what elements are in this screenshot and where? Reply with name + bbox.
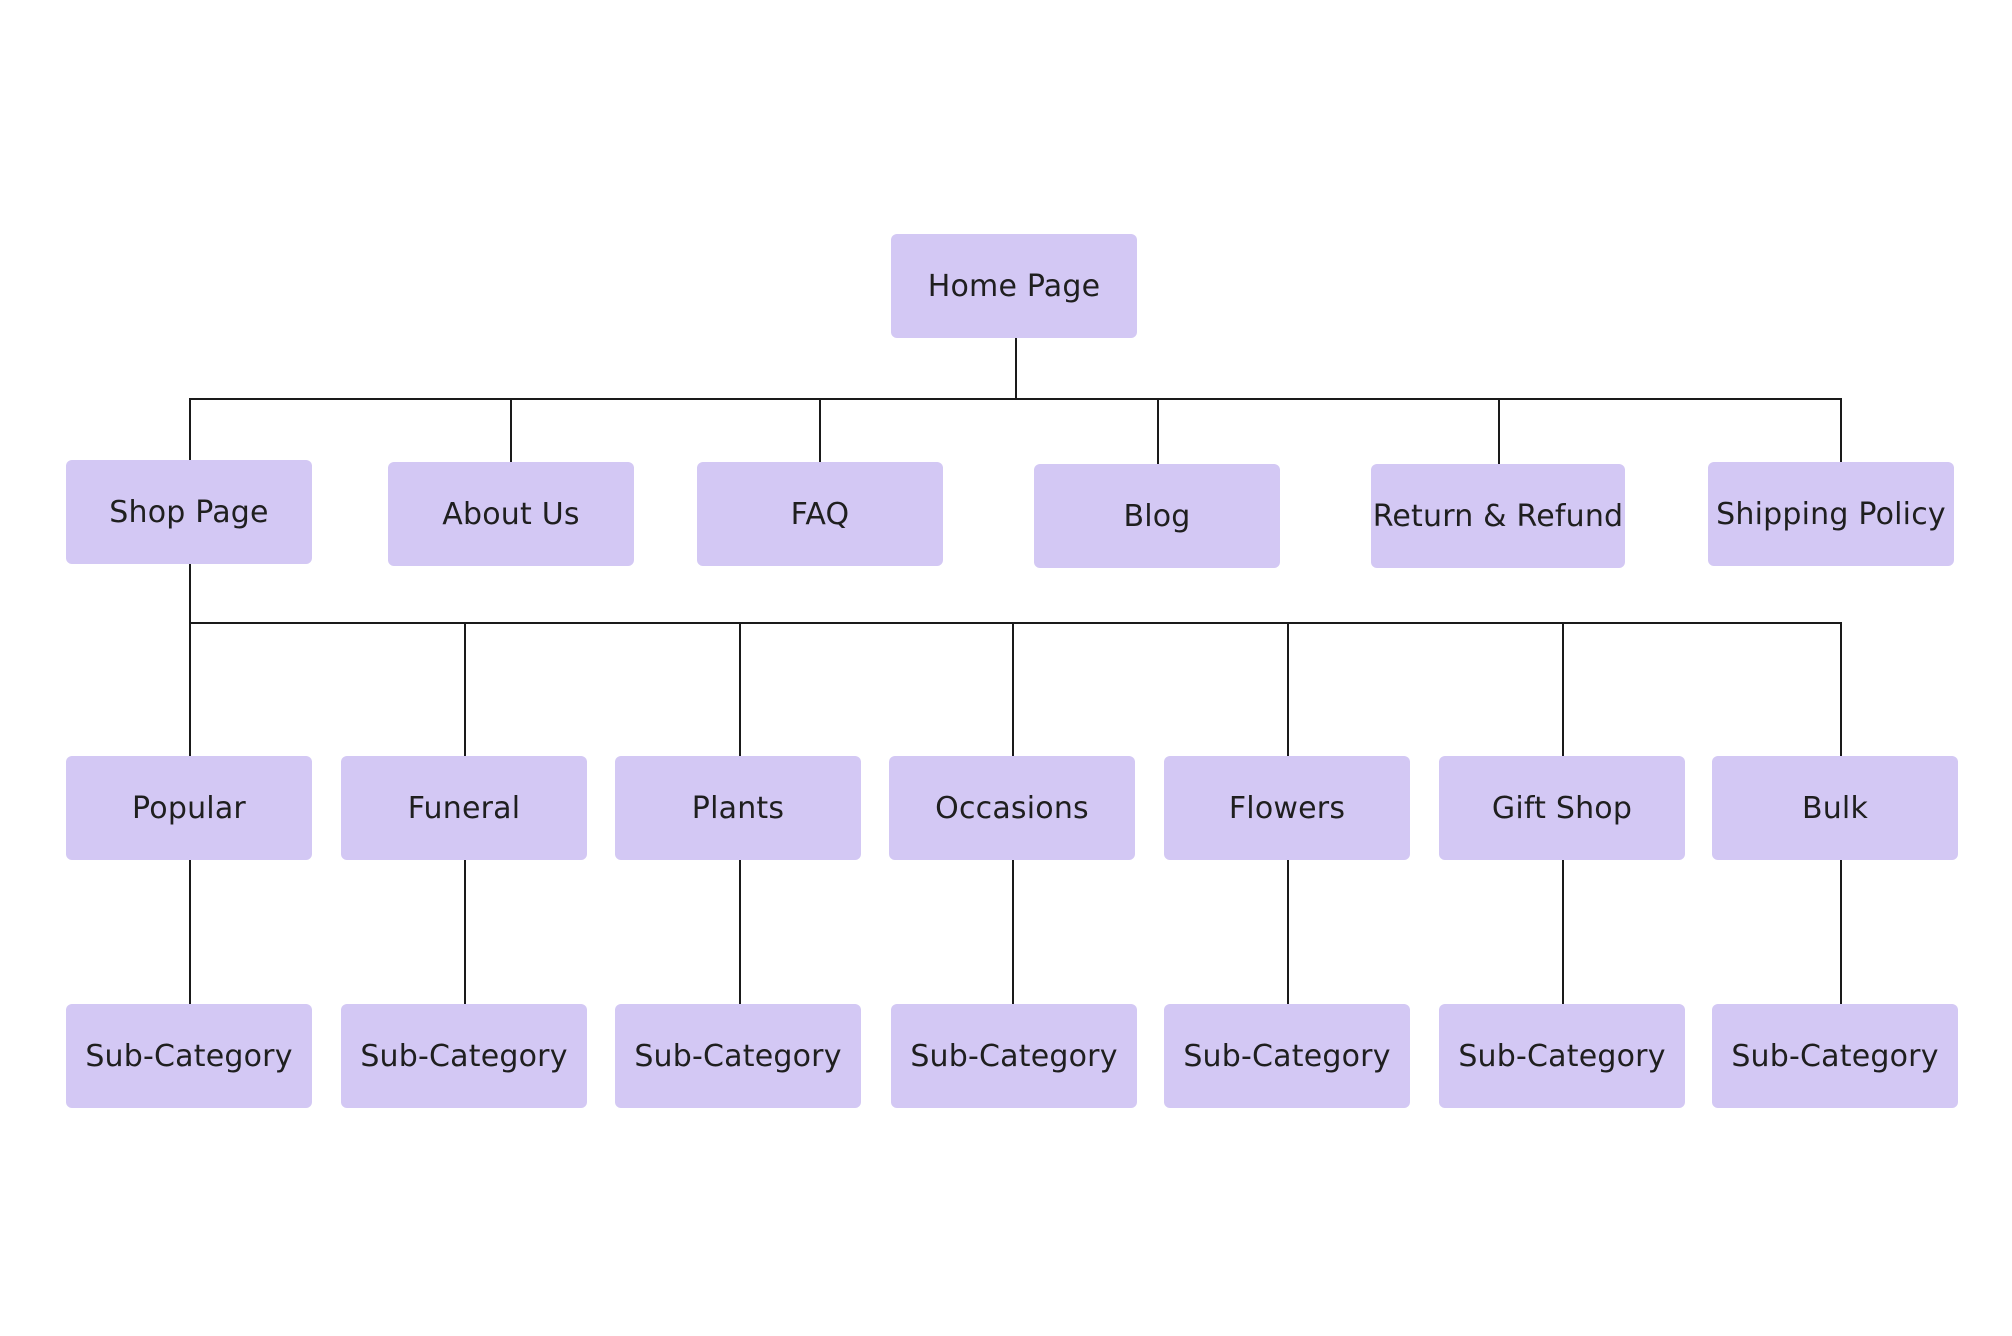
node-popular-sub-category[interactable]: Sub-Category (66, 1004, 312, 1108)
node-gift-shop[interactable]: Gift Shop (1439, 756, 1685, 860)
connector-category-bus (189, 622, 1842, 624)
connector-to-blog (1157, 398, 1159, 464)
node-popular[interactable]: Popular (66, 756, 312, 860)
node-gift-shop-sub-category[interactable]: Sub-Category (1439, 1004, 1685, 1108)
node-bulk-sub-category[interactable]: Sub-Category (1712, 1004, 1958, 1108)
node-blog[interactable]: Blog (1034, 464, 1280, 568)
connector-to-shop-page (189, 398, 191, 460)
node-funeral[interactable]: Funeral (341, 756, 587, 860)
connector-occasions-sub (1012, 860, 1014, 1004)
node-shop-page[interactable]: Shop Page (66, 460, 312, 564)
connector-shop-down (189, 564, 191, 624)
node-occasions[interactable]: Occasions (889, 756, 1135, 860)
connector-to-bulk (1840, 622, 1842, 756)
connector-to-occasions (1012, 622, 1014, 756)
connector-plants-sub (739, 860, 741, 1004)
connector-to-flowers (1287, 622, 1289, 756)
connector-to-faq (819, 398, 821, 462)
node-plants[interactable]: Plants (615, 756, 861, 860)
node-bulk[interactable]: Bulk (1712, 756, 1958, 860)
connector-to-plants (739, 622, 741, 756)
connector-level1-bus (189, 398, 1842, 400)
connector-popular-sub (189, 860, 191, 1004)
connector-to-funeral (464, 622, 466, 756)
connector-bulk-sub (1840, 860, 1842, 1004)
node-flowers-sub-category[interactable]: Sub-Category (1164, 1004, 1410, 1108)
connector-to-shipping-policy (1840, 398, 1842, 462)
connector-funeral-sub (464, 860, 466, 1004)
connector-to-popular (189, 622, 191, 756)
connector-flowers-sub (1287, 860, 1289, 1004)
node-return-refund[interactable]: Return & Refund (1371, 464, 1625, 568)
node-about-us[interactable]: About Us (388, 462, 634, 566)
connector-to-gift-shop (1562, 622, 1564, 756)
connector-gift-shop-sub (1562, 860, 1564, 1004)
node-faq[interactable]: FAQ (697, 462, 943, 566)
node-shipping-policy[interactable]: Shipping Policy (1708, 462, 1954, 566)
node-plants-sub-category[interactable]: Sub-Category (615, 1004, 861, 1108)
connector-to-return-refund (1498, 398, 1500, 464)
node-home-page[interactable]: Home Page (891, 234, 1137, 338)
node-flowers[interactable]: Flowers (1164, 756, 1410, 860)
connector-root-down (1015, 338, 1017, 400)
node-funeral-sub-category[interactable]: Sub-Category (341, 1004, 587, 1108)
connector-to-about-us (510, 398, 512, 462)
node-occasions-sub-category[interactable]: Sub-Category (891, 1004, 1137, 1108)
